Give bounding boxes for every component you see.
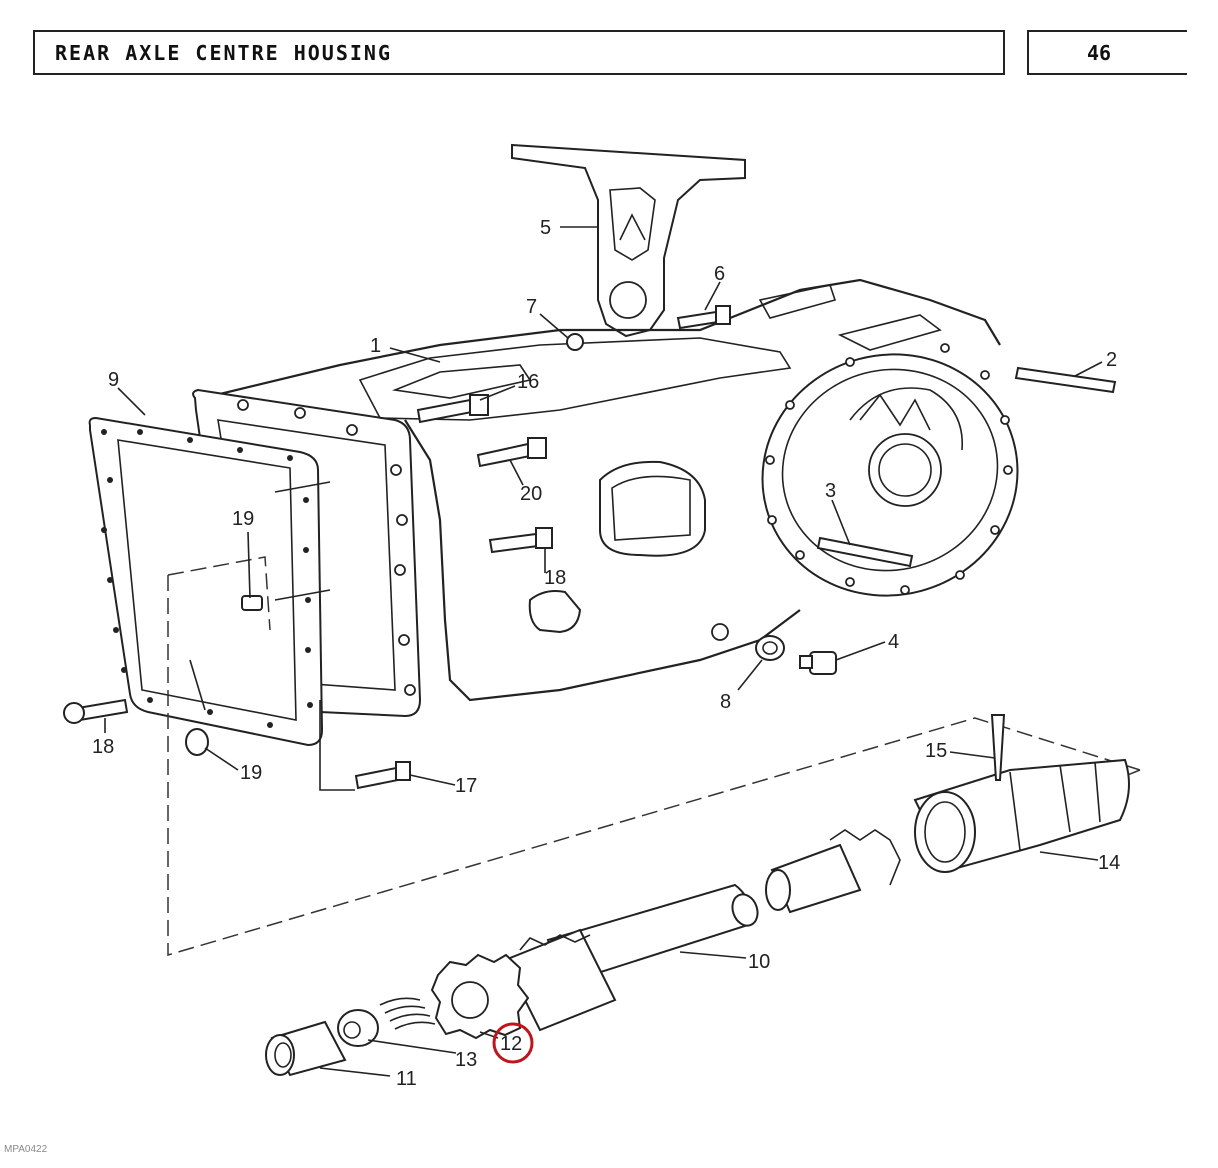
leader-lines bbox=[104, 226, 1103, 1077]
page-number-box: 46 bbox=[1027, 30, 1187, 75]
callout-18-upper: 18 bbox=[544, 567, 566, 589]
page-title: REAR AXLE CENTRE HOUSING bbox=[55, 41, 392, 65]
callout-18-left: 18 bbox=[92, 736, 114, 758]
part-bracket bbox=[511, 143, 746, 338]
callout-3: 3 bbox=[825, 480, 836, 502]
callout-13: 13 bbox=[455, 1049, 477, 1071]
callout-labels: 1 2 3 4 5 6 7 8 9 10 11 12 13 14 15 16 1… bbox=[92, 217, 1120, 1090]
part-gasket bbox=[88, 416, 324, 747]
callout-20: 20 bbox=[520, 483, 542, 505]
callout-1: 1 bbox=[370, 335, 381, 357]
callout-9: 9 bbox=[108, 369, 119, 391]
highlight-circle bbox=[492, 1022, 534, 1064]
callout-17: 17 bbox=[455, 775, 477, 797]
callout-11: 11 bbox=[396, 1068, 417, 1090]
page-number: 46 bbox=[1087, 41, 1112, 65]
part-studs-bolts bbox=[63, 305, 1117, 790]
title-box: REAR AXLE CENTRE HOUSING bbox=[33, 30, 1005, 75]
callout-8: 8 bbox=[720, 691, 731, 713]
callout-16: 16 bbox=[517, 371, 539, 393]
callout-15: 15 bbox=[925, 740, 947, 762]
reference-code: MPA0422 bbox=[4, 1144, 48, 1155]
callout-7: 7 bbox=[526, 296, 537, 318]
callout-4: 4 bbox=[888, 631, 899, 653]
callout-19-lower: 19 bbox=[240, 762, 262, 784]
callout-12: 12 bbox=[500, 1033, 522, 1055]
callout-19-upper: 19 bbox=[232, 508, 254, 530]
callout-2: 2 bbox=[1106, 349, 1117, 371]
callout-5: 5 bbox=[540, 217, 551, 239]
callout-10: 10 bbox=[748, 951, 770, 973]
callout-14: 14 bbox=[1098, 852, 1120, 874]
callout-6: 6 bbox=[714, 263, 725, 285]
part-shaft bbox=[265, 714, 1130, 1077]
